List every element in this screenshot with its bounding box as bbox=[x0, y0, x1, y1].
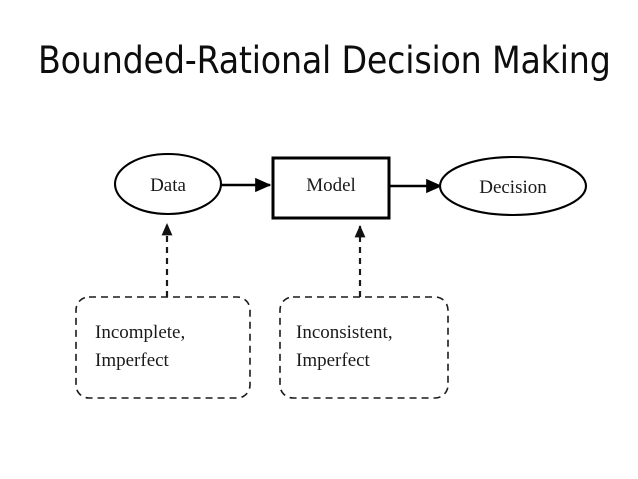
note-data-quality[interactable]: Incomplete, Imperfect bbox=[75, 296, 251, 399]
node-model-label: Model bbox=[306, 175, 356, 196]
node-data-label: Data bbox=[150, 175, 186, 196]
model-rectangle-shape bbox=[271, 156, 391, 220]
node-model[interactable]: Model bbox=[271, 156, 391, 220]
decision-ellipse-shape bbox=[438, 155, 588, 217]
model-note-line-1: Inconsistent, bbox=[296, 322, 393, 343]
node-decision-label: Decision bbox=[479, 177, 547, 198]
node-data[interactable]: Data bbox=[113, 152, 223, 216]
node-decision[interactable]: Decision bbox=[438, 155, 588, 217]
model-note-line-2: Imperfect bbox=[296, 350, 371, 371]
note-model-quality[interactable]: Inconsistent, Imperfect bbox=[279, 296, 449, 399]
page-title: Bounded-Rational Decision Making bbox=[38, 39, 611, 82]
data-note-line-2: Imperfect bbox=[95, 350, 170, 371]
data-note-box-shape bbox=[75, 296, 251, 399]
data-note-line-1: Incomplete, bbox=[95, 322, 185, 343]
model-note-box-shape bbox=[279, 296, 449, 399]
